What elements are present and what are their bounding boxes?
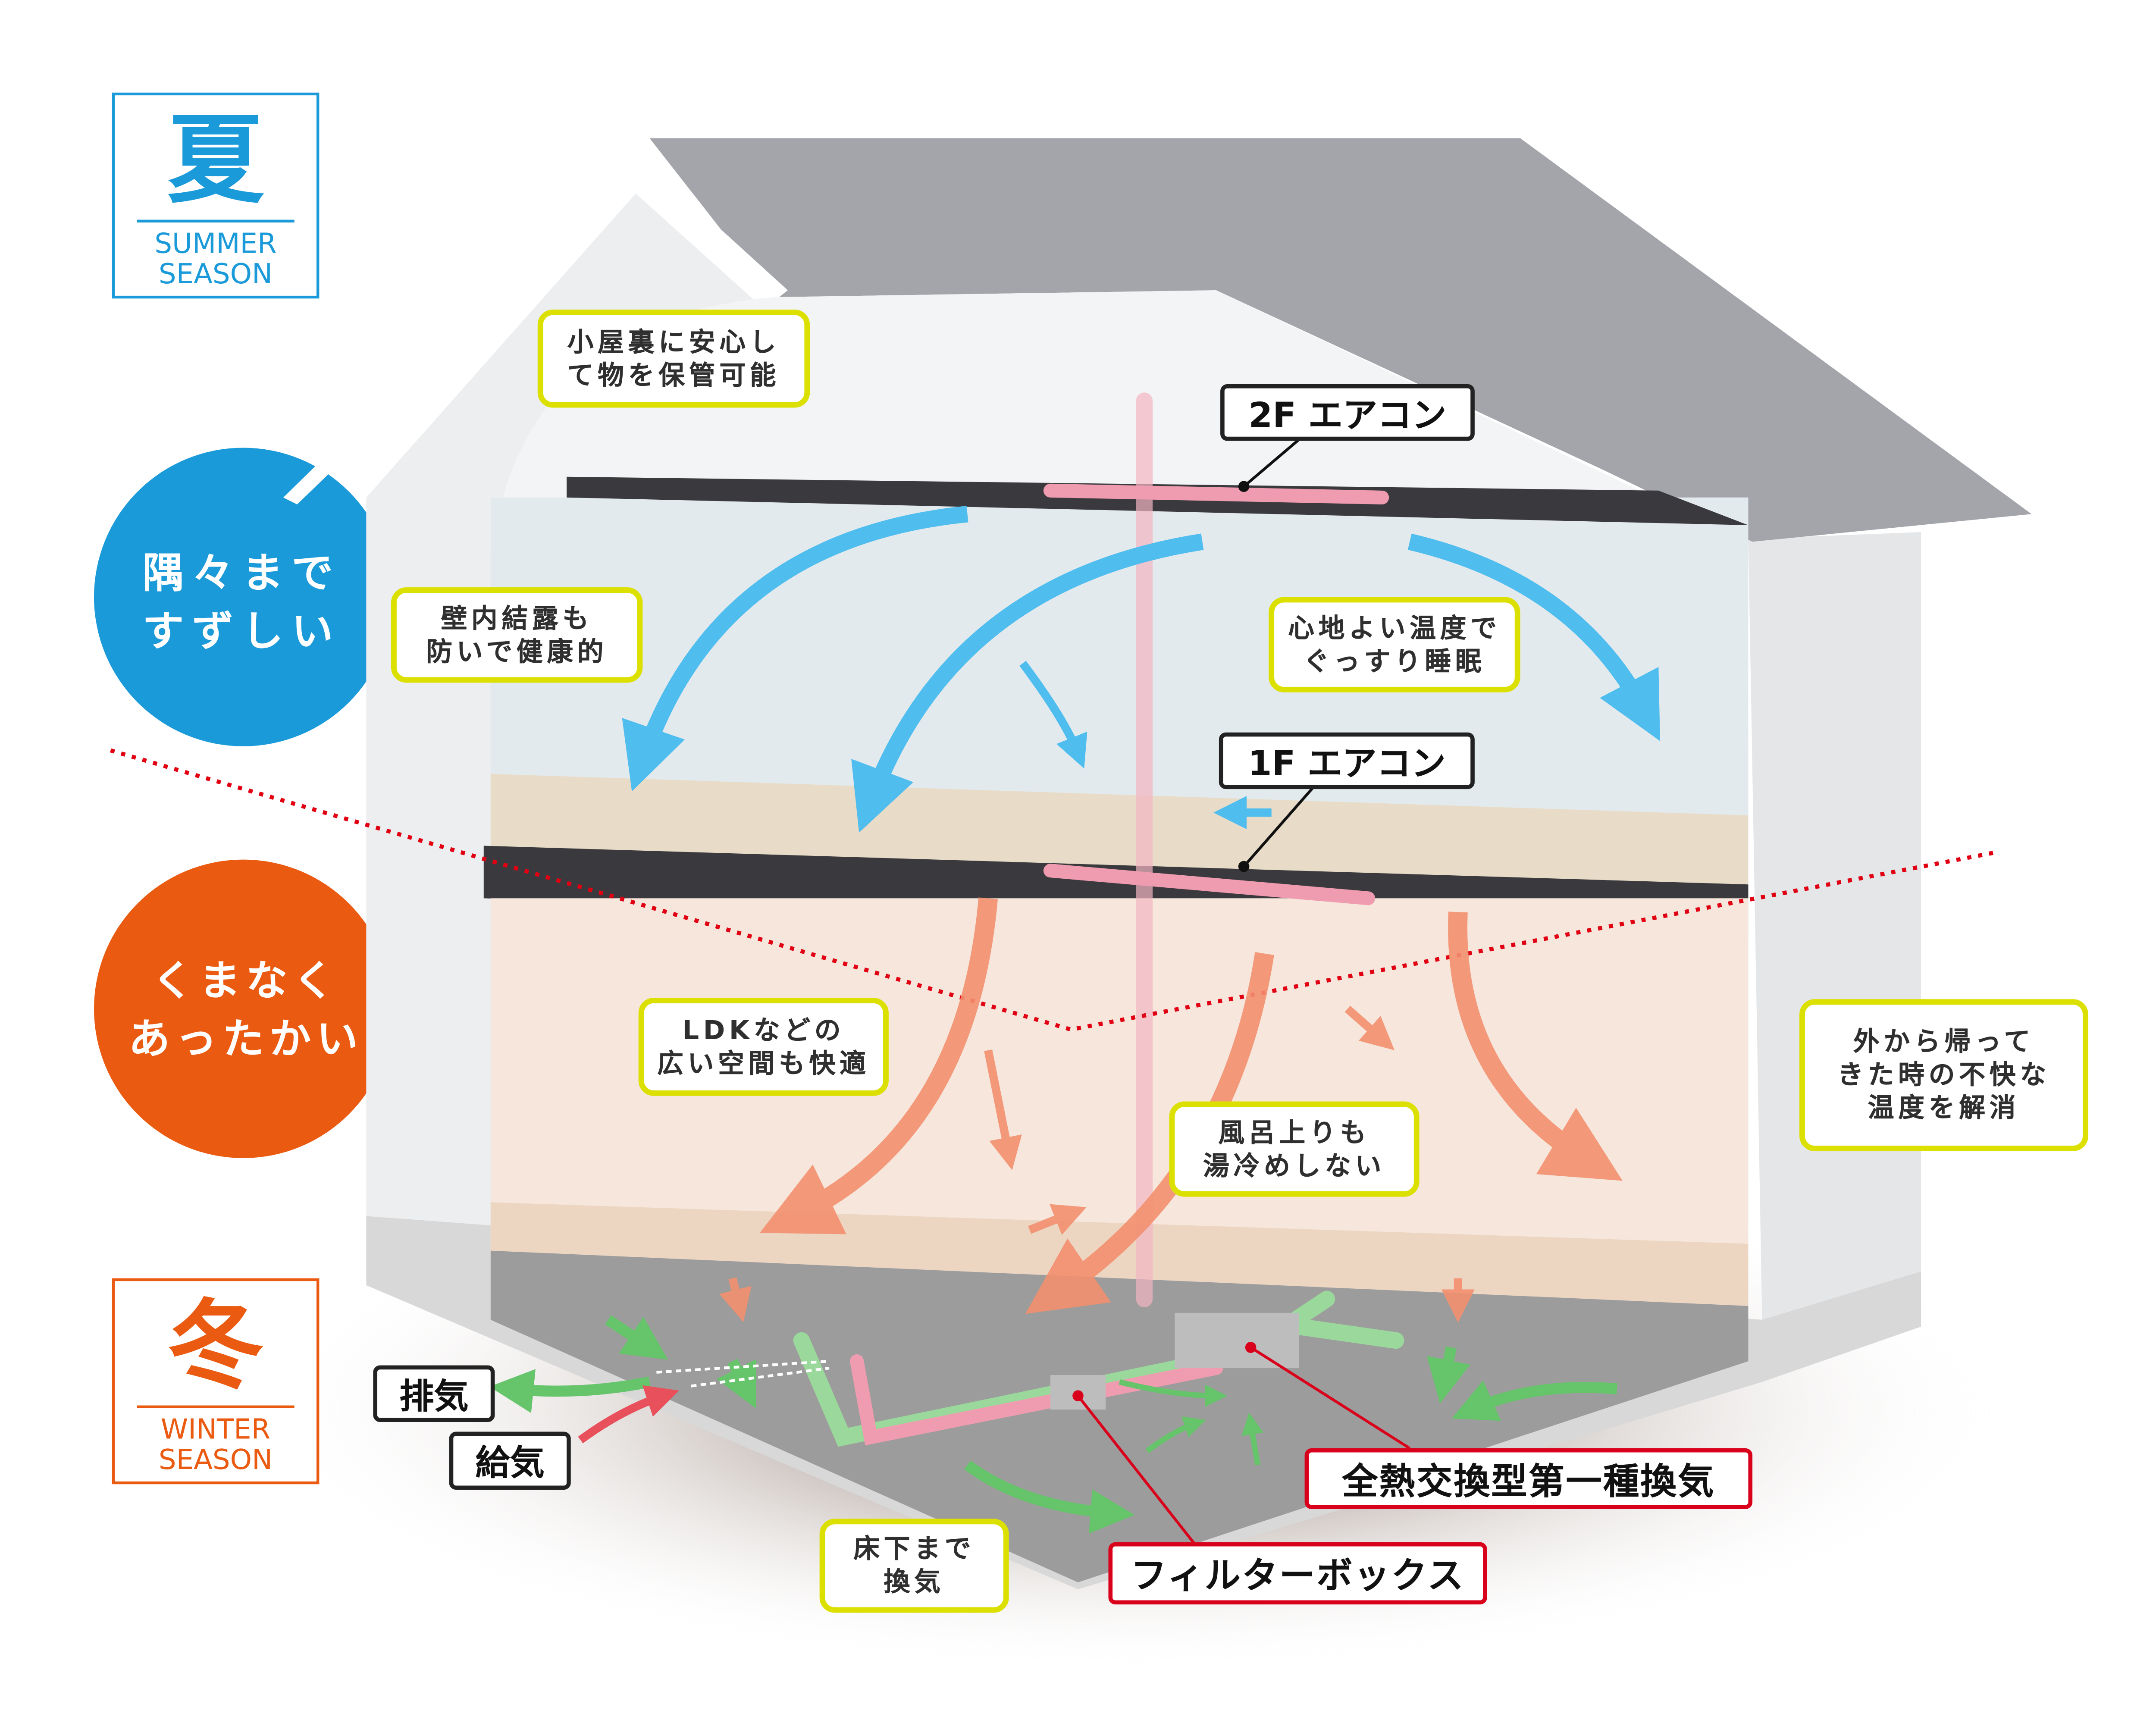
- label-exhaust: 排気: [373, 1365, 495, 1422]
- label-filter-box: フィルターボックス: [1108, 1542, 1487, 1605]
- summer-circle: [94, 448, 393, 746]
- winter-circle-line-2: あったかい: [128, 1015, 364, 1064]
- winter-label-1: WINTER: [160, 1412, 271, 1446]
- warm-arrow: [1028, 1204, 1087, 1235]
- callout-attic: 小屋裏に安心し て物を保管可能: [537, 309, 810, 408]
- fresh-arrow: [964, 1460, 1135, 1534]
- fresh-air-arrows: [489, 1315, 1618, 1534]
- winter-circle: [94, 859, 393, 1158]
- fresh-arrow: [716, 1359, 756, 1409]
- callout-outside: 外から帰って きた時の不快な 温度を解消: [1799, 999, 2088, 1151]
- summer-divider: [137, 219, 295, 223]
- roof: [649, 138, 2032, 542]
- warm-arrow: [1344, 1005, 1395, 1050]
- cool-air-arrows: [622, 506, 1660, 833]
- label-ventilation-system: 全熱交換型第一種換気: [1304, 1448, 1753, 1509]
- winter-label-2: SEASON: [158, 1443, 273, 1476]
- leader-lines: [1072, 438, 1410, 1546]
- fresh-arrow: [1451, 1380, 1618, 1421]
- cool-arrow: [1019, 661, 1087, 769]
- summer-label-2: SEASON: [158, 257, 273, 291]
- summer-circle-line-1: 隅々まで: [142, 550, 342, 598]
- exhaust-arrow: [489, 1369, 651, 1413]
- fresh-arrow: [1119, 1379, 1228, 1407]
- ceiling-slab: [567, 476, 1749, 525]
- exhaust-duct-line: [656, 1359, 830, 1388]
- callout-bath: 風呂上りも 湯冷めしない: [1169, 1101, 1420, 1197]
- callout-underfloor: 床下まで 換気: [819, 1519, 1009, 1613]
- cool-arrow: [622, 506, 968, 792]
- fresh-arrow: [1241, 1412, 1264, 1466]
- summer-circle-text: 隅々まで すずしい: [124, 546, 359, 662]
- winter-circle-line-1: くまなく: [152, 958, 340, 1006]
- summer-season-badge: 夏 SUMMER SEASON: [112, 92, 320, 299]
- winter-season-badge: 冬 WINTER SEASON: [112, 1278, 320, 1485]
- warm-arrow: [984, 1049, 1022, 1170]
- winter-divider: [137, 1405, 295, 1408]
- callout-ldk: LDKなどの 広い空間も快適: [638, 998, 889, 1096]
- summer-kanji: 夏: [167, 103, 264, 217]
- warm-arrow: [760, 897, 998, 1234]
- right-wall: [1748, 532, 1921, 1320]
- label-1f-aircon: 1F エアコン: [1219, 732, 1475, 789]
- label-supply: 給気: [449, 1431, 571, 1490]
- callout-wall: 壁内結露も 防いで健康的: [391, 587, 643, 683]
- warm-arrow: [719, 1277, 752, 1322]
- winter-circle-text: くまなく あったかい: [122, 954, 370, 1070]
- summer-label-1: SUMMER: [154, 226, 277, 260]
- fresh-arrow: [605, 1315, 668, 1360]
- winter-kanji: 冬: [167, 1289, 264, 1403]
- label-2f-aircon: 2F エアコン: [1220, 384, 1475, 441]
- cool-arrow: [851, 533, 1204, 833]
- summer-circle-line-2: すずしい: [142, 608, 342, 657]
- supply-arrow: [578, 1385, 679, 1444]
- season-divider-line: [110, 748, 1995, 1032]
- cool-arrow: [1407, 533, 1660, 741]
- callout-comfort: 心地よい温度で ぐっすり睡眠: [1269, 597, 1520, 692]
- warm-arrow: [1448, 911, 1623, 1181]
- fresh-arrow: [1427, 1346, 1470, 1404]
- fresh-arrow: [1145, 1416, 1206, 1453]
